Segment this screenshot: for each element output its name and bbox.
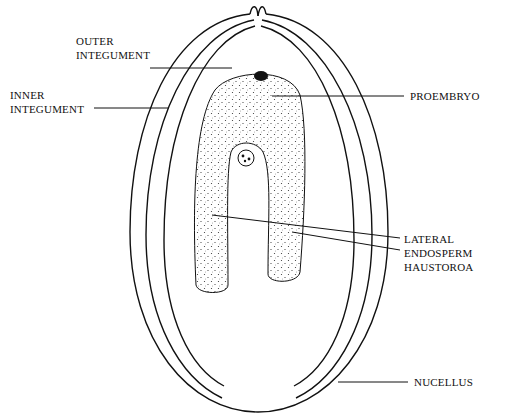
nucleus-dot — [242, 155, 245, 158]
part-label: PROEMBRYO — [410, 89, 520, 103]
nucleus-dot — [248, 158, 251, 161]
leader-line — [150, 68, 232, 69]
leader-line — [338, 382, 408, 383]
proembryo-dot — [254, 71, 268, 81]
leader-line — [272, 96, 404, 97]
endosperm-nucleus — [238, 150, 254, 166]
micropyle-lip — [258, 7, 266, 16]
micropyle-lip — [250, 7, 258, 16]
leader-line — [292, 232, 400, 250]
nucleus-dot — [244, 160, 246, 162]
part-label: OUTER INTEGUMENT — [76, 34, 166, 62]
part-label: NUCELLUS — [414, 375, 514, 389]
endosperm-haustoria — [194, 74, 304, 292]
leader-line — [94, 108, 168, 109]
part-label: INNER INTEGUMENT — [10, 88, 100, 116]
part-label: LATERAL ENDOSPERM HAUSTOROA — [404, 232, 524, 274]
outer-integument-outline — [130, 14, 388, 412]
